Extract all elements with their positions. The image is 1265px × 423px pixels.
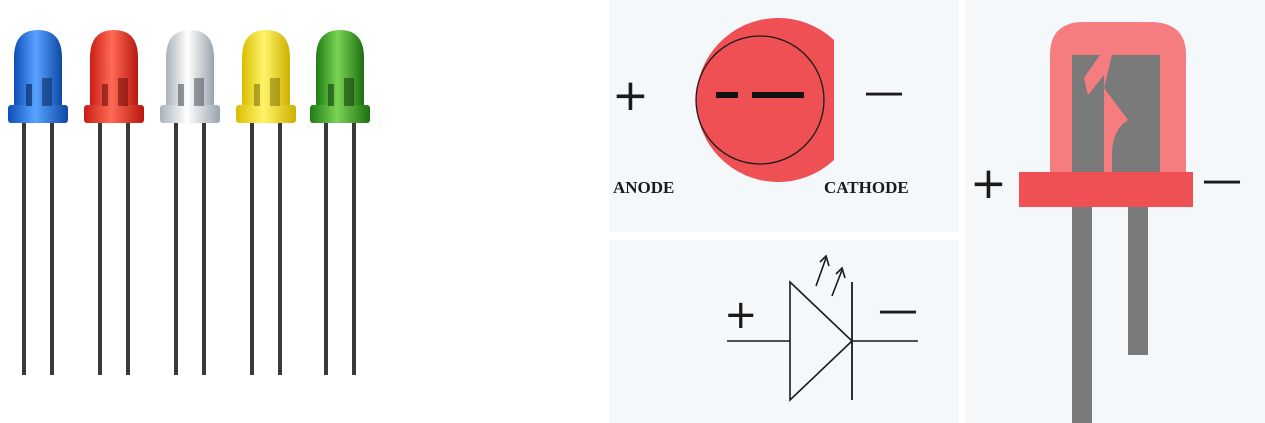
- cathode-dash: [752, 92, 804, 98]
- cathode-minus-sign: —: [864, 69, 904, 115]
- anode-lead: [1072, 207, 1092, 423]
- side-view-panel: + —: [966, 0, 1265, 423]
- white-led: [160, 30, 220, 375]
- blue-led: [8, 30, 68, 375]
- anode-label: ANODE: [613, 178, 674, 197]
- led-photo: [8, 30, 370, 375]
- cathode-label: CATHODE: [824, 178, 909, 197]
- led-rim: [1019, 172, 1193, 207]
- green-led: [310, 30, 370, 375]
- symbol-plus-sign: +: [724, 292, 758, 338]
- cathode-lead: [1128, 207, 1148, 355]
- top-view-panel: + — ANODE CATHODE: [609, 0, 959, 232]
- red-led: [84, 30, 144, 375]
- anode-plus-sign: +: [612, 70, 649, 121]
- side-minus-sign: —: [1202, 157, 1242, 203]
- led-lens-circle: [696, 36, 824, 164]
- yellow-led: [236, 30, 296, 375]
- side-plus-sign: +: [970, 158, 1007, 209]
- symbol-minus-sign: —: [878, 287, 918, 333]
- anode-dash: [716, 92, 738, 98]
- led-schematic-symbol: + —: [609, 240, 959, 423]
